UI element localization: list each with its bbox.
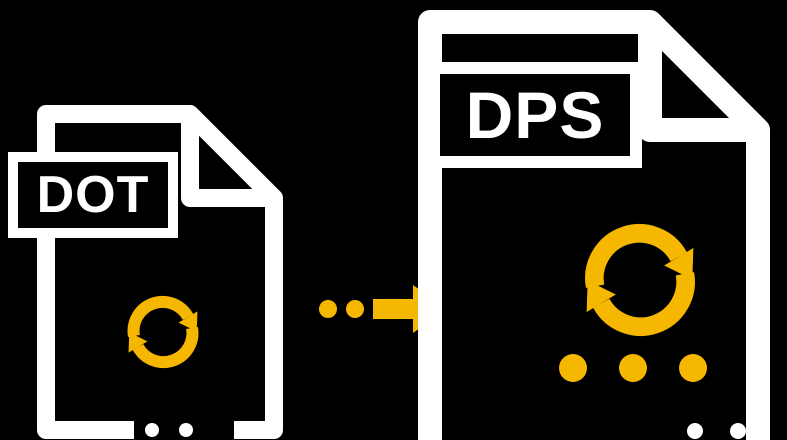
target-file-fold-corner-icon [638, 22, 758, 142]
target-file-outline [418, 10, 770, 440]
source-file-icon [37, 105, 283, 440]
source-file-fold-corner-icon [181, 114, 274, 207]
ellipsis-dots [559, 354, 707, 382]
source-format-label: DOT [8, 152, 178, 238]
arrow-shaft [373, 299, 413, 319]
target-format-label: DPS [428, 62, 642, 168]
arrow-dot [346, 300, 364, 318]
sync-icon [127, 295, 199, 369]
sync-icon [585, 224, 695, 336]
source-file-outline [37, 105, 283, 439]
arrow-dot [319, 300, 337, 318]
ellipsis-dots [145, 423, 193, 437]
ellipsis-dots [687, 423, 746, 439]
